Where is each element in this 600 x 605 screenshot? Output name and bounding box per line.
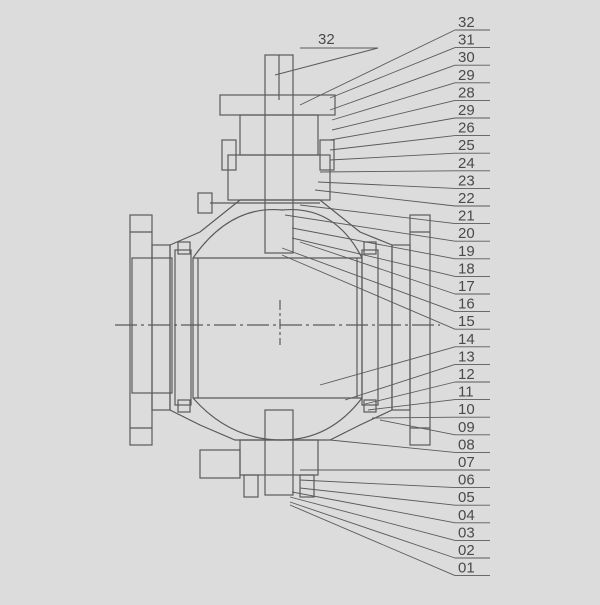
callout-number: 18 <box>458 260 475 277</box>
callout-number: 14 <box>458 331 475 348</box>
bottom-trunnion <box>264 409 294 496</box>
callout-leader <box>299 204 456 225</box>
callout-number: 20 <box>458 225 475 242</box>
callout-number: 05 <box>458 489 475 506</box>
callout-number: 16 <box>458 296 475 313</box>
callout-number: 17 <box>458 278 475 295</box>
left-flange-collar <box>151 244 171 411</box>
callout-number: 22 <box>458 190 475 207</box>
bottom-bolt-right <box>299 474 315 498</box>
callout-leader <box>284 214 456 242</box>
callout-number: 02 <box>458 542 475 559</box>
callout-number: 04 <box>458 507 475 524</box>
left-seat-ring <box>174 249 192 406</box>
callout-leader <box>371 416 456 419</box>
ball <box>192 208 363 441</box>
callout-leader <box>281 247 456 313</box>
callout-number: 13 <box>458 348 475 365</box>
valve-outline <box>115 54 440 498</box>
callout-leader <box>329 64 456 111</box>
callout-number: 28 <box>458 84 475 101</box>
callout-leader <box>329 47 456 99</box>
top-callout-label: 32 <box>318 31 335 48</box>
gland <box>239 114 319 156</box>
callout-leader <box>319 346 456 386</box>
callout-number: 29 <box>458 102 475 119</box>
callout-number: 11 <box>458 384 474 401</box>
callout-number: 23 <box>458 172 475 189</box>
callout-number: 30 <box>458 49 475 66</box>
right-seat-insert <box>363 241 377 255</box>
callout-leader <box>299 29 456 106</box>
callout-leader <box>319 170 456 173</box>
callout-number: 21 <box>458 208 475 225</box>
callout-leader <box>364 381 456 405</box>
bonnet <box>227 154 331 201</box>
valve-body <box>169 199 393 441</box>
left-pipe-bore <box>131 257 173 394</box>
callout-leader <box>281 254 456 330</box>
callout-number: 06 <box>458 472 475 489</box>
callout-leader <box>331 82 456 121</box>
callout-leader <box>317 181 456 189</box>
callout-leader <box>344 363 456 401</box>
callout-number: 29 <box>458 67 475 84</box>
bottom-flange-left <box>199 449 241 479</box>
callout-leader <box>329 152 456 161</box>
top-callout: 32 <box>274 31 379 76</box>
right-seat-insert-bottom <box>363 399 377 413</box>
right-flange-collar <box>391 244 411 411</box>
bottom-bolt-left <box>243 474 259 498</box>
callout-leader <box>289 504 456 577</box>
callout-leader <box>329 439 456 453</box>
callout-number: 12 <box>458 366 475 383</box>
callout-number: 03 <box>458 524 475 541</box>
top-callout-leader <box>274 47 379 76</box>
callout-leader <box>289 501 456 559</box>
callout-number: 09 <box>458 419 475 436</box>
callout-column: 3231302928292625242322212019181716151413… <box>281 14 490 577</box>
callout-leader <box>299 487 456 506</box>
top-flange <box>219 94 336 116</box>
callout-number: 10 <box>458 401 475 418</box>
callout-leader <box>314 189 456 207</box>
callout-leader <box>379 419 456 436</box>
left-flange <box>129 214 153 446</box>
callout-number: 07 <box>458 454 475 471</box>
callout-leader <box>291 237 456 277</box>
callout-number: 26 <box>458 120 475 137</box>
callout-number: 19 <box>458 243 475 260</box>
callout-number: 15 <box>458 313 475 330</box>
callout-leader <box>299 479 456 489</box>
right-flange <box>409 214 431 446</box>
callout-leader <box>367 399 456 411</box>
body-bolt-left <box>197 192 213 214</box>
callout-leader <box>329 135 456 151</box>
callout-leader <box>291 491 456 524</box>
callout-leader <box>331 99 456 131</box>
right-seat-ring <box>361 249 379 406</box>
callout-leader <box>289 496 456 541</box>
left-seat-insert-bottom <box>177 399 191 413</box>
callout-leader <box>299 241 456 295</box>
gland-bolt-right <box>319 139 335 171</box>
callout-leader <box>329 117 456 141</box>
callout-number: 32 <box>458 14 475 31</box>
callout-number: 24 <box>458 155 475 172</box>
callout-number: 08 <box>458 436 475 453</box>
callout-number: 31 <box>458 32 475 49</box>
callout-number: 01 <box>458 560 475 577</box>
gland-bolt-left <box>221 139 237 171</box>
left-seat-insert <box>177 241 191 255</box>
callout-number: 25 <box>458 137 475 154</box>
callout-leader <box>291 227 456 260</box>
